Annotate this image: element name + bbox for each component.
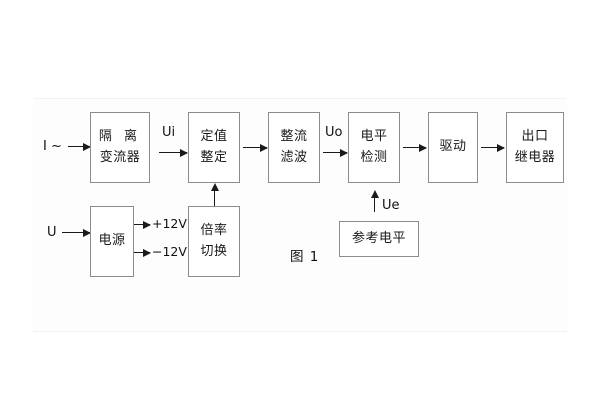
figure-caption: 图 1 <box>290 249 320 265</box>
block-level-detect[interactable]: 电平 检测 <box>348 112 400 183</box>
arrow-level-to-drive <box>403 143 427 152</box>
block-reference-level-line-1: 参考电平 <box>351 230 406 246</box>
signal-label-ui: Ui <box>162 125 176 140</box>
block-level-detect-line-2: 检测 <box>360 149 388 165</box>
block-reference-level[interactable]: 参考电平 <box>339 221 419 257</box>
rail-label-negative: −12V <box>152 244 187 259</box>
block-setting-line-1: 定值 <box>200 129 228 145</box>
arrow-setting-to-rectify <box>243 143 268 152</box>
block-drive-line-1: 驱动 <box>439 139 467 155</box>
block-output-relay-line-1: 出口 <box>521 129 549 145</box>
input-label-voltage-text: U <box>47 225 57 240</box>
block-rectify-filter-line-2: 滤波 <box>280 149 308 165</box>
block-output-relay-line-2: 继电器 <box>514 149 556 165</box>
arrow-isolation-to-setting <box>159 148 188 157</box>
arrow-reference-to-level-detect <box>370 190 379 212</box>
arrow-rectify-to-level <box>323 148 348 157</box>
block-range-switch[interactable]: 倍率 切换 <box>188 206 240 277</box>
rail-label-positive: +12V <box>152 216 187 231</box>
input-label-voltage: U <box>47 226 57 239</box>
signal-label-ue: Ue <box>382 198 400 213</box>
arrow-voltage-to-power-supply <box>62 228 91 237</box>
block-range-switch-line-2: 切换 <box>200 243 228 259</box>
block-setting[interactable]: 定值 整定 <box>188 112 240 183</box>
input-label-current: I ~ <box>43 139 62 154</box>
block-power-supply-line-1: 电源 <box>98 233 126 249</box>
block-isolation-ct-line-1: 隔 离 <box>98 129 142 145</box>
arrow-range-switch-to-setting <box>210 183 219 206</box>
arrow-rail-negative <box>134 248 151 257</box>
arrow-drive-to-output-relay <box>481 143 505 152</box>
arrow-rail-positive <box>134 220 151 229</box>
block-range-switch-line-1: 倍率 <box>200 223 228 239</box>
block-isolation-ct-line-2: 变流器 <box>99 149 141 165</box>
arrow-current-to-isolation <box>68 142 91 151</box>
block-rectify-filter-line-1: 整流 <box>280 129 308 145</box>
block-isolation-ct[interactable]: 隔 离 变流器 <box>90 112 150 183</box>
block-level-detect-line-1: 电平 <box>360 129 388 145</box>
signal-label-uo: Uo <box>325 125 343 140</box>
block-power-supply[interactable]: 电源 <box>90 206 134 277</box>
block-drive[interactable]: 驱动 <box>428 112 478 183</box>
block-rectify-filter[interactable]: 整流 滤波 <box>268 112 320 183</box>
block-setting-line-2: 整定 <box>200 149 228 165</box>
block-output-relay[interactable]: 出口 继电器 <box>506 112 564 183</box>
